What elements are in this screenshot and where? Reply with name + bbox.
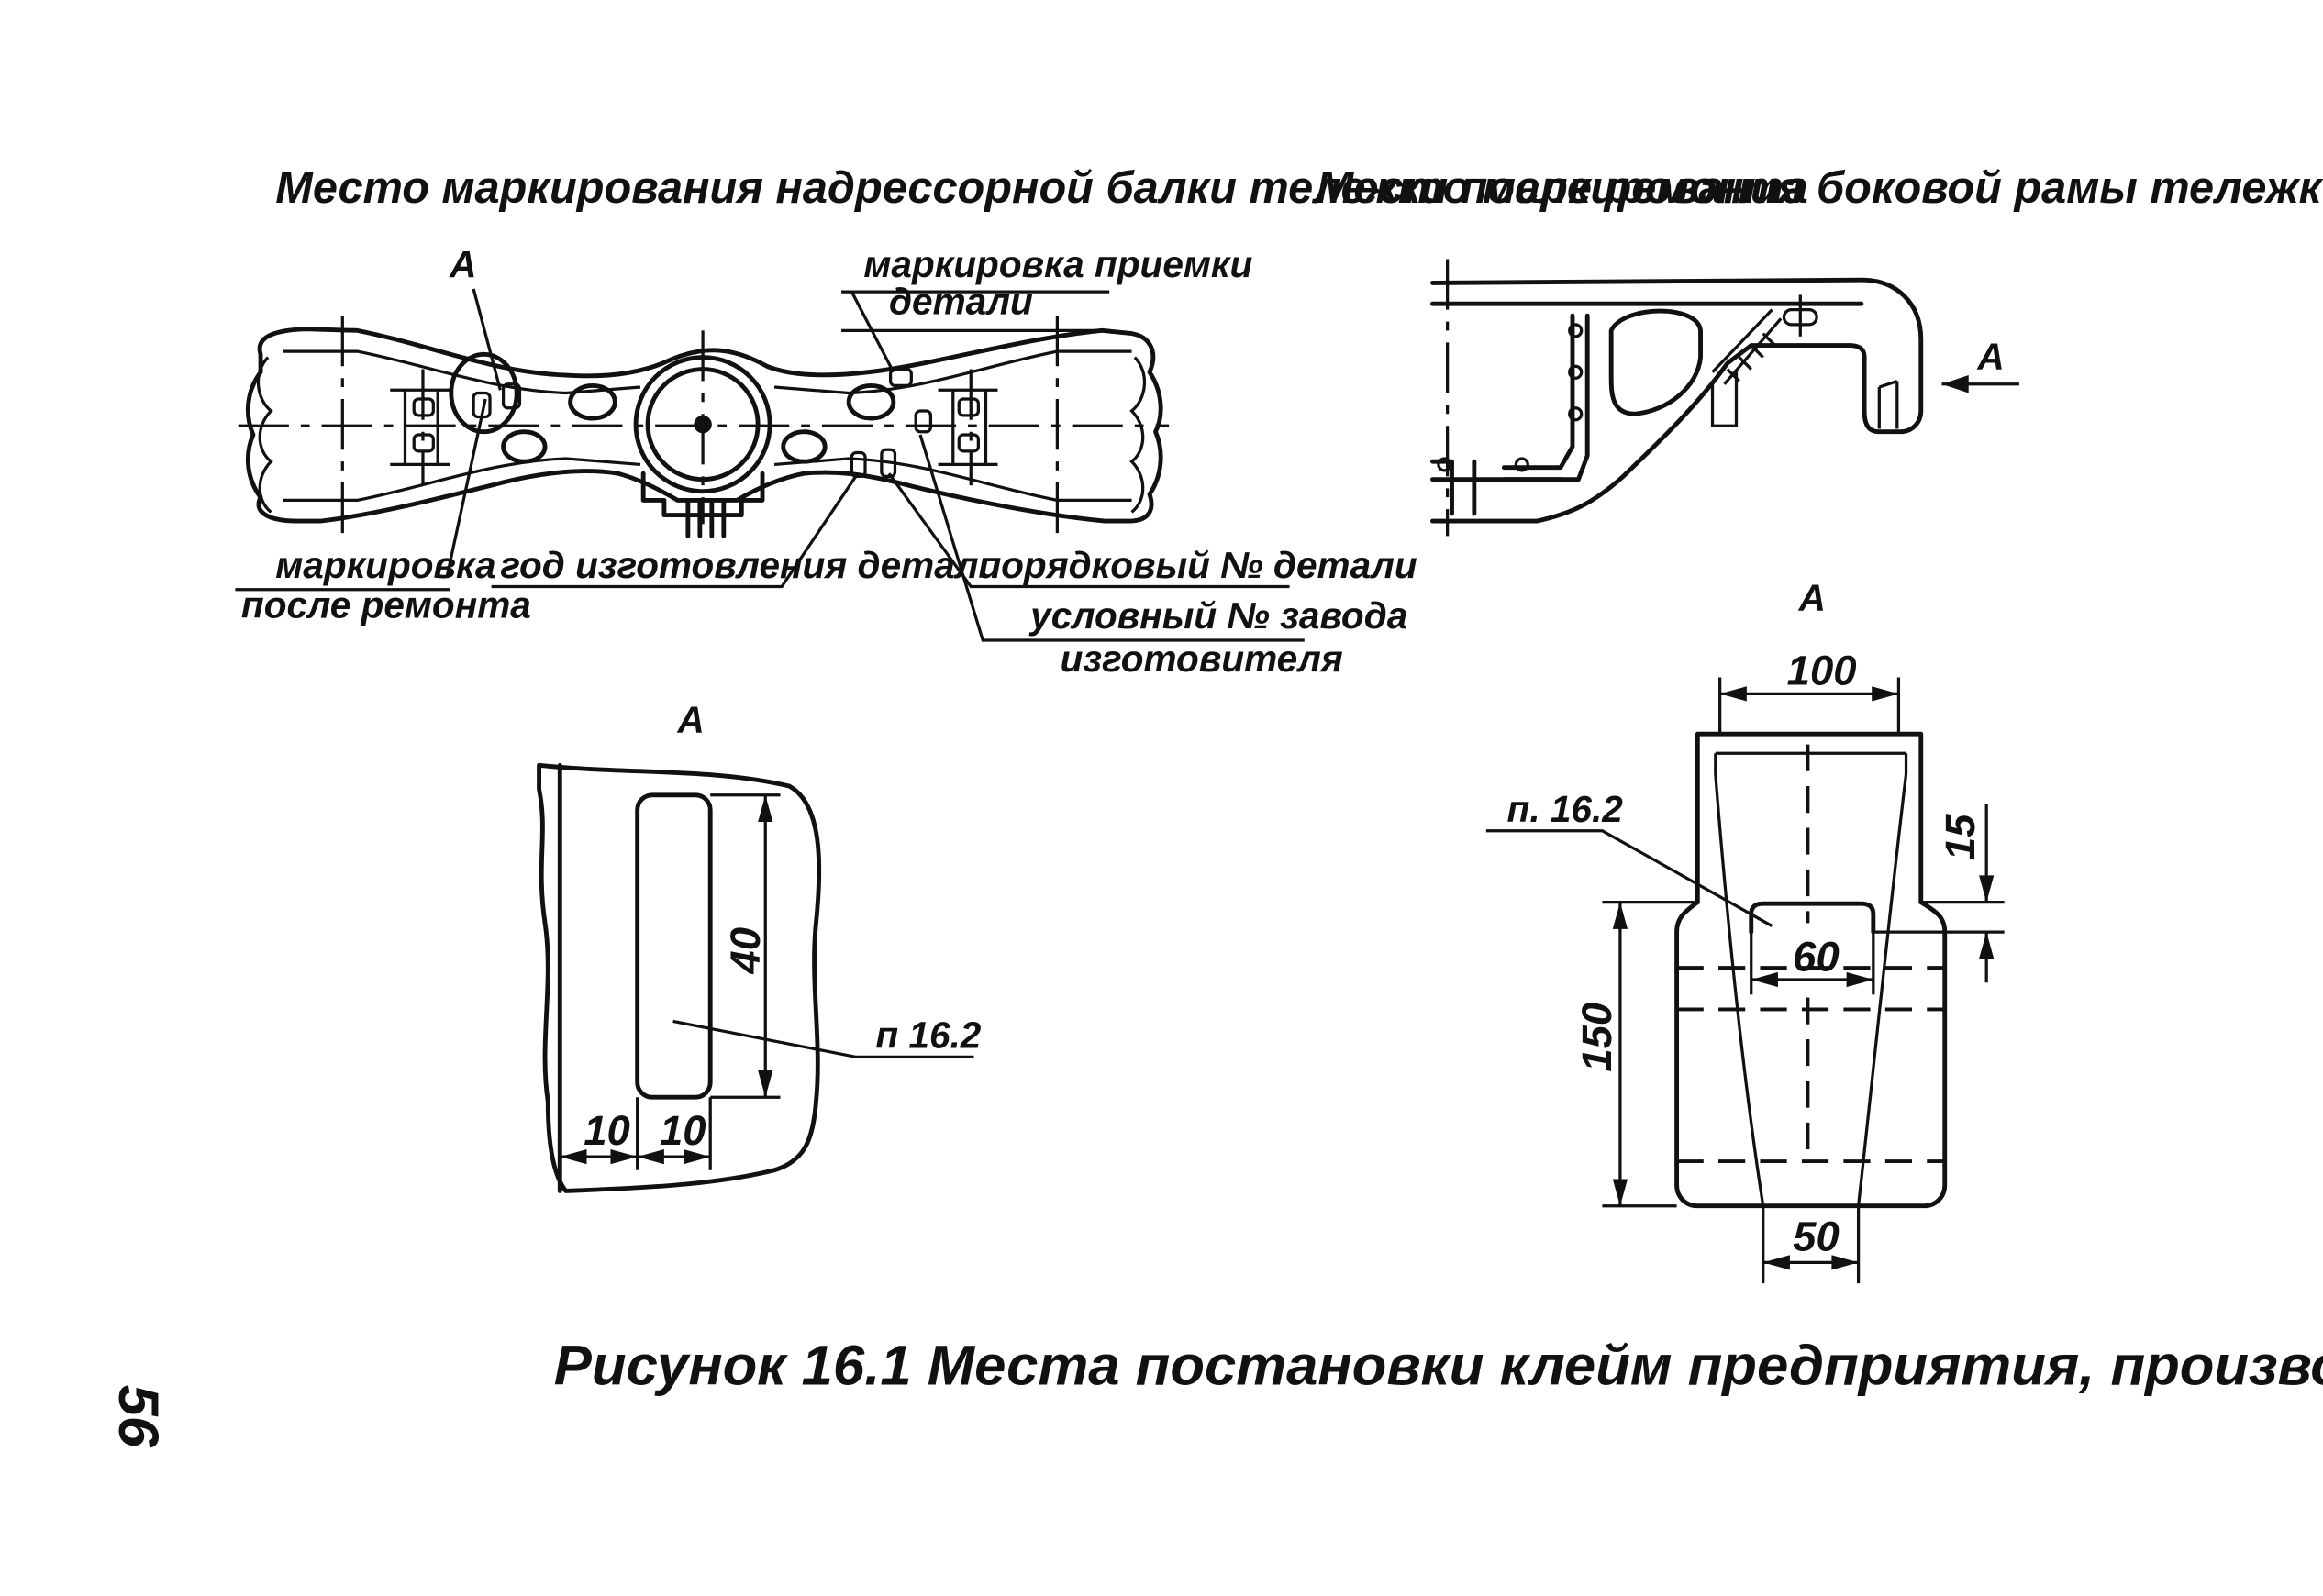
sideframe-drawing: А А xyxy=(1429,259,2019,618)
sideframe-outline xyxy=(1429,277,1924,524)
dim-10-arrows xyxy=(560,1149,711,1165)
sideframe-brake-lug xyxy=(1711,308,1783,385)
dim-40-lines xyxy=(710,793,781,1099)
ref-leader-sideframe xyxy=(1485,829,1773,927)
label-acceptance-1: маркировка приемки xyxy=(863,243,1252,285)
bolster-lower-stub xyxy=(685,497,727,538)
bolster-left-end xyxy=(256,356,273,514)
detail-a-sideframe: 100 15 60 150 50 п. 16.2 xyxy=(1485,648,2005,1284)
dim-15-arrows xyxy=(1979,875,1995,959)
ref-16-2-sideframe: п. 16.2 xyxy=(1507,788,1624,830)
ref-16-2: п 16.2 xyxy=(875,1014,981,1057)
label-year: год изготовления детали xyxy=(500,544,1001,586)
right-spring-pocket xyxy=(938,388,998,467)
view-marker-a: А xyxy=(449,243,476,285)
column-outline xyxy=(1695,731,1924,905)
marking-spot-year xyxy=(850,450,867,479)
label-serial: порядковый № детали xyxy=(978,544,1417,586)
bolster-right-end xyxy=(1129,356,1147,514)
marking-field xyxy=(635,792,713,1100)
bolster-inner-contour xyxy=(283,349,1132,503)
dim-15-lines xyxy=(1873,804,2005,983)
web-left xyxy=(1714,773,1765,1206)
hidden-horizontal xyxy=(1676,966,1945,1163)
label-repair-2: после ремонта xyxy=(241,584,531,626)
sideframe-jaw xyxy=(1877,379,1899,429)
sideframe-window xyxy=(1608,308,1703,416)
dim-50: 50 xyxy=(1793,1213,1840,1259)
label-acceptance-2: детали xyxy=(889,281,1033,323)
dim-10-left: 10 xyxy=(584,1107,630,1154)
dim-100-lines xyxy=(1718,677,1901,735)
dim-15: 15 xyxy=(1937,814,1984,860)
pad-outline xyxy=(1674,900,1948,1209)
column-top-chamfer xyxy=(1714,751,1908,775)
detail-a-label: А xyxy=(677,699,705,741)
sideframe-marking-field xyxy=(1749,901,1876,935)
page-number: 56 xyxy=(106,1384,170,1447)
bolster-opening xyxy=(501,429,548,464)
view-arrow-label: А xyxy=(1976,336,2004,378)
label-repair-1: маркировка xyxy=(275,544,495,586)
web-right xyxy=(1856,773,1908,1206)
dim-10-width: 10 xyxy=(660,1107,706,1154)
title-sideframe: Место маркирования боковой рамы тележки … xyxy=(1317,163,2323,213)
marking-spot xyxy=(501,382,522,410)
sideframe-view-label: А xyxy=(1798,576,1826,618)
figure-caption: Рисунок 16.1 Места постановки клейм пред… xyxy=(554,1334,2323,1397)
detail-a-bolster: А 40 10 10 п 16.2 xyxy=(537,699,982,1193)
bolster-opening xyxy=(846,382,896,421)
dim-50-arrows xyxy=(1762,1255,1859,1270)
sideframe-bolts xyxy=(1437,323,1584,472)
bolster-drawing xyxy=(238,316,1170,538)
detail-a-breakout xyxy=(537,762,822,1193)
dim-60-arrows xyxy=(1751,971,1873,988)
label-factory-2: изготовителя xyxy=(1061,637,1343,680)
bolster-opening xyxy=(781,429,828,464)
dim-150: 150 xyxy=(1573,1003,1620,1072)
label-factory-1: условный № завода xyxy=(1028,594,1407,637)
sideframe-column xyxy=(1501,313,1590,482)
marking-spot-serial xyxy=(880,448,897,479)
sideframe-bracket xyxy=(1710,369,1739,427)
dim-40: 40 xyxy=(722,927,769,975)
marking-spot-factory xyxy=(914,409,933,434)
marking-spot-acceptance xyxy=(888,367,913,388)
title-bolster: Место маркирования надрессорной балки те… xyxy=(275,163,1808,213)
dim-60: 60 xyxy=(1793,933,1840,980)
view-arrow-head xyxy=(1941,375,1969,393)
bolster-callouts: А маркировка приемки детали маркировка п… xyxy=(235,243,1417,680)
dim-150-lines xyxy=(1602,900,1698,1208)
ref-leader xyxy=(672,1019,974,1059)
bolster-opening xyxy=(568,382,617,421)
dim-100: 100 xyxy=(1787,648,1857,694)
bolster-outline xyxy=(246,327,1163,524)
bolster-opening-large xyxy=(449,351,519,435)
